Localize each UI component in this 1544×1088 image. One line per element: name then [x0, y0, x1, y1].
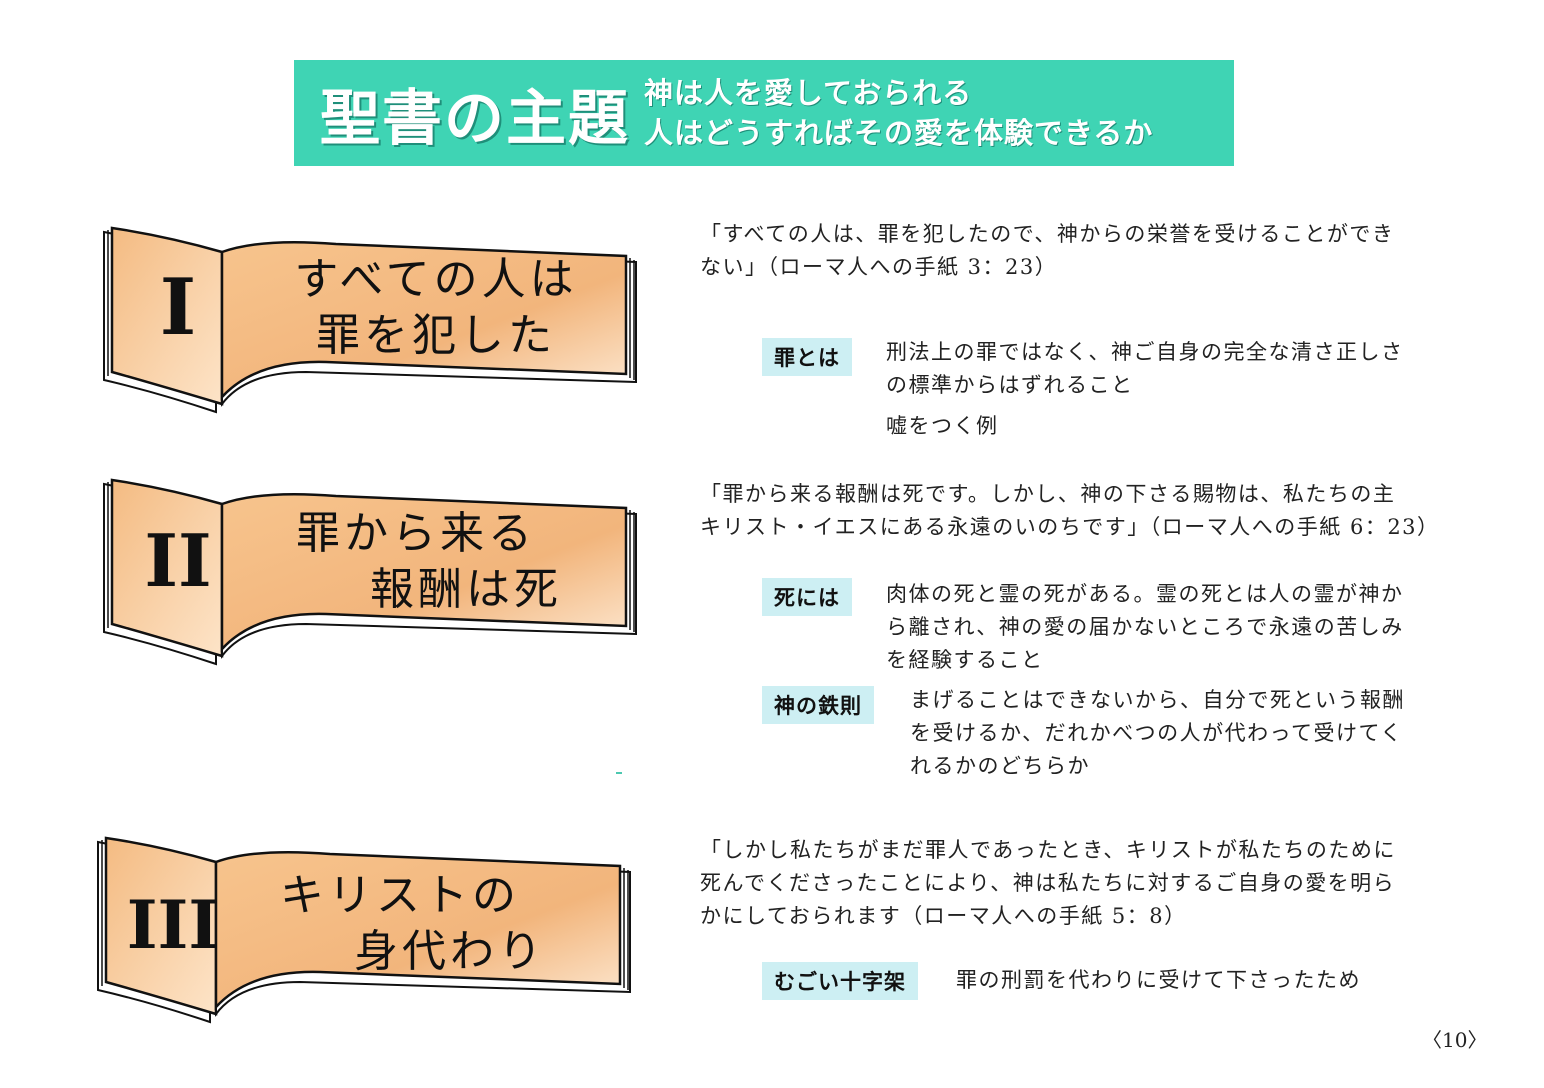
quote-line: かにしておられます（ローマ人への手紙 5：8）: [700, 904, 1187, 928]
book-section-2: II 罪から来る 報酬は死: [96, 474, 646, 674]
term-tag: 罪とは: [762, 338, 852, 376]
definition-line: を受けるか、だれかべつの人が代わって受けてく: [910, 721, 1403, 745]
scripture-quote: 「罪から来る報酬は死です。しかし、神の下さる賜物は、私たちの主 キリスト・イエス…: [700, 478, 1440, 544]
page-number: 〈10〉: [1422, 1028, 1488, 1052]
decorative-dot: [616, 772, 622, 774]
term-tag: 神の鉄則: [762, 686, 874, 724]
scripture-quote: 「しかし私たちがまだ罪人であったとき、キリストが私たちのために 死んでくださった…: [700, 834, 1440, 933]
scripture-quote: 「すべての人は、罪を犯したので、神からの栄誉を受けることができ ない」（ローマ人…: [700, 218, 1440, 284]
quote-line: 「罪から来る報酬は死です。しかし、神の下さる賜物は、私たちの主: [700, 482, 1396, 506]
example-text: 嘘をつく例: [886, 414, 999, 438]
page-title: 聖書の主題: [320, 83, 630, 154]
term-tag: むごい十字架: [762, 962, 918, 1000]
definition-line: の標準からはずれること: [886, 373, 1134, 397]
definition-line: ら離され、神の愛の届かないところで永遠の苦しみ: [886, 615, 1404, 639]
banner-subtitle-line1: 神は人を愛しておられる: [644, 76, 973, 110]
term-definition: 刑法上の罪ではなく、神ご自身の完全な清さ正しさ の標準からはずれること: [886, 336, 1436, 402]
section-label-line1: すべての人は: [294, 254, 578, 305]
quote-line: 死んでくださったことにより、神は私たちに対するご自身の愛を明ら: [700, 871, 1396, 895]
definition-line: 刑法上の罪ではなく、神ご自身の完全な清さ正しさ: [886, 340, 1404, 364]
section-label-line1: 罪から来る: [296, 508, 536, 559]
banner-subtitle: 神は人を愛しておられる 人はどうすればその愛を体験できるか: [644, 74, 1153, 152]
quote-line: キリスト・イエスにある永遠のいのちです」（ローマ人への手紙 6：23）: [700, 515, 1440, 539]
banner-subtitle-line2: 人はどうすればその愛を体験できるか: [644, 116, 1154, 150]
definition-line: 肉体の死と霊の死がある。霊の死とは人の霊が神か: [886, 582, 1404, 606]
quote-line: 「すべての人は、罪を犯したので、神からの栄誉を受けることができ: [700, 222, 1395, 246]
book-section-3: III キリストの 身代わり: [90, 832, 640, 1032]
book-section-1: I すべての人は 罪を犯した: [96, 222, 646, 422]
section-label-line2: 罪を犯した: [316, 310, 556, 361]
open-book-icon: [103, 226, 637, 414]
quote-line: ない」（ローマ人への手紙 3：23）: [700, 255, 1058, 279]
section-numeral: II: [144, 518, 212, 603]
section-numeral: I: [159, 262, 197, 353]
quote-line: 「しかし私たちがまだ罪人であったとき、キリストが私たちのために: [700, 838, 1396, 862]
section-numeral: III: [126, 886, 220, 964]
section-label-line2: 身代わり: [354, 926, 546, 977]
term-tag: 死には: [762, 578, 852, 616]
term-definition: まげることはできないから、自分で死という報酬 を受けるか、だれかべつの人が代わっ…: [910, 684, 1440, 783]
section-label-line1: キリストの: [280, 870, 520, 921]
title-banner: 聖書の主題 神は人を愛しておられる 人はどうすればその愛を体験できるか: [294, 60, 1234, 166]
term-definition: 肉体の死と霊の死がある。霊の死とは人の霊が神か ら離され、神の愛の届かないところ…: [886, 578, 1436, 677]
definition-line: まげることはできないから、自分で死という報酬: [910, 688, 1405, 712]
term-definition: 罪の刑罰を代わりに受けて下さったため: [956, 968, 1361, 992]
open-book-icon: [103, 478, 637, 666]
section-label-line2: 報酬は死: [370, 564, 562, 615]
definition-line: れるかのどちらか: [910, 754, 1090, 778]
definition-line: を経験すること: [886, 648, 1044, 672]
open-book-icon: [97, 836, 631, 1024]
